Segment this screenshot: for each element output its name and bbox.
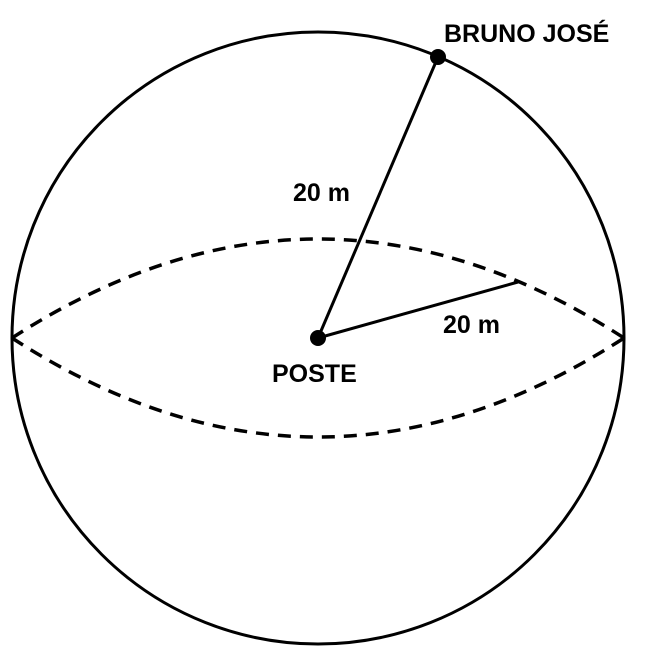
pole-point	[310, 330, 326, 346]
equator-front-arc	[11, 336, 625, 439]
radius-line-horizontal	[317, 280, 519, 340]
person-point	[430, 49, 446, 65]
person-label: BRUNO JOSÉ	[444, 19, 609, 48]
pole-label: POSTE	[272, 360, 357, 388]
radius-horizontal-label: 20 m	[443, 311, 500, 339]
radius-vertical-label: 20 m	[293, 179, 350, 207]
equator-back-arc	[11, 237, 625, 340]
radius-line-vertical	[316, 56, 440, 339]
